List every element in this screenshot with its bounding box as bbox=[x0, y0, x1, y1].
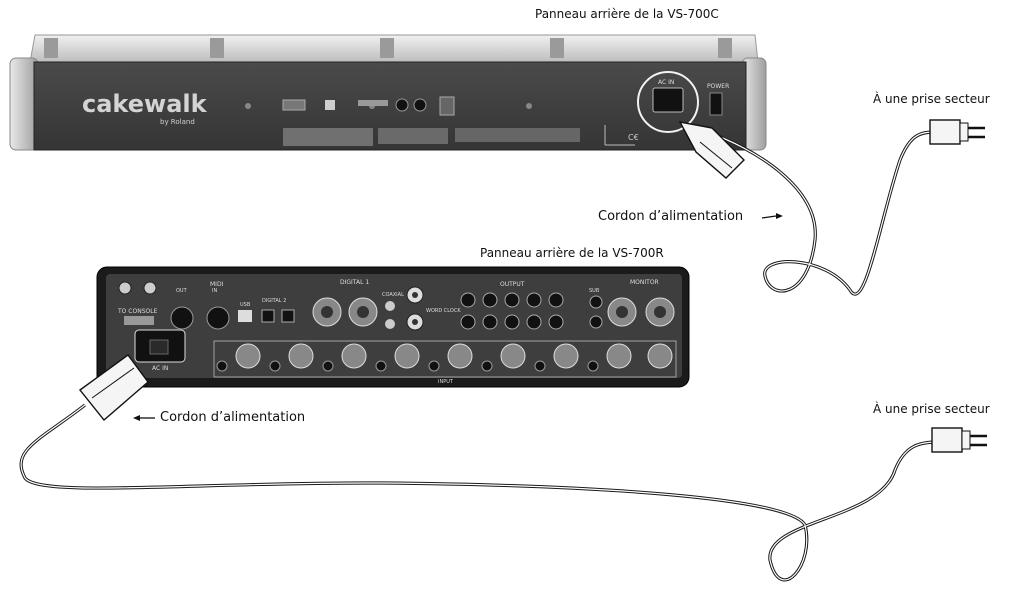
ac-in-label-top: AC IN bbox=[658, 79, 674, 86]
top-power-cable bbox=[678, 119, 985, 296]
cord-label-top: Cordon d’alimentation bbox=[598, 209, 744, 224]
coaxial-label: COAXIAL bbox=[382, 292, 404, 298]
brand-logo: cakewalk bbox=[82, 90, 208, 118]
bottom-power-cable bbox=[19, 354, 987, 582]
vs700r-title: Panneau arrière de la VS-700R bbox=[480, 246, 664, 260]
vs700r-unit: TO CONSOLE MIDI OUT IN USB DIGITAL 2 DIG… bbox=[96, 266, 690, 388]
midi-out-label: OUT bbox=[176, 288, 188, 294]
outlet-label-bottom: À une prise secteur bbox=[873, 402, 990, 416]
vs700c-unit: cakewalk by Roland AC IN POWER C€ bbox=[9, 34, 767, 151]
sub-label: SUB bbox=[589, 288, 600, 294]
input-label: INPUT bbox=[438, 379, 454, 385]
outlet-label-top: À une prise secteur bbox=[873, 92, 990, 106]
output-label: OUTPUT bbox=[500, 281, 525, 288]
digital2-label: DIGITAL 2 bbox=[262, 298, 286, 304]
digital1-label: DIGITAL 1 bbox=[340, 279, 369, 286]
svg-text:C€: C€ bbox=[628, 133, 639, 142]
brand-sub: by Roland bbox=[160, 118, 195, 126]
cord-label-bottom: Cordon d’alimentation bbox=[160, 410, 306, 425]
midi-in-label: IN bbox=[212, 288, 217, 294]
ac-in-label-bottom: AC IN bbox=[152, 365, 168, 372]
to-console-label: TO CONSOLE bbox=[117, 308, 158, 315]
power-label: POWER bbox=[707, 83, 729, 90]
wall-plug-bottom bbox=[931, 427, 987, 453]
wall-plug-top bbox=[929, 119, 985, 145]
midi-label: MIDI bbox=[210, 281, 224, 288]
word-clock-label: WORD CLOCK bbox=[426, 308, 461, 314]
vs700c-title: Panneau arrière de la VS-700C bbox=[535, 7, 719, 21]
monitor-label: MONITOR bbox=[630, 279, 659, 286]
usb-label: USB bbox=[240, 302, 251, 308]
